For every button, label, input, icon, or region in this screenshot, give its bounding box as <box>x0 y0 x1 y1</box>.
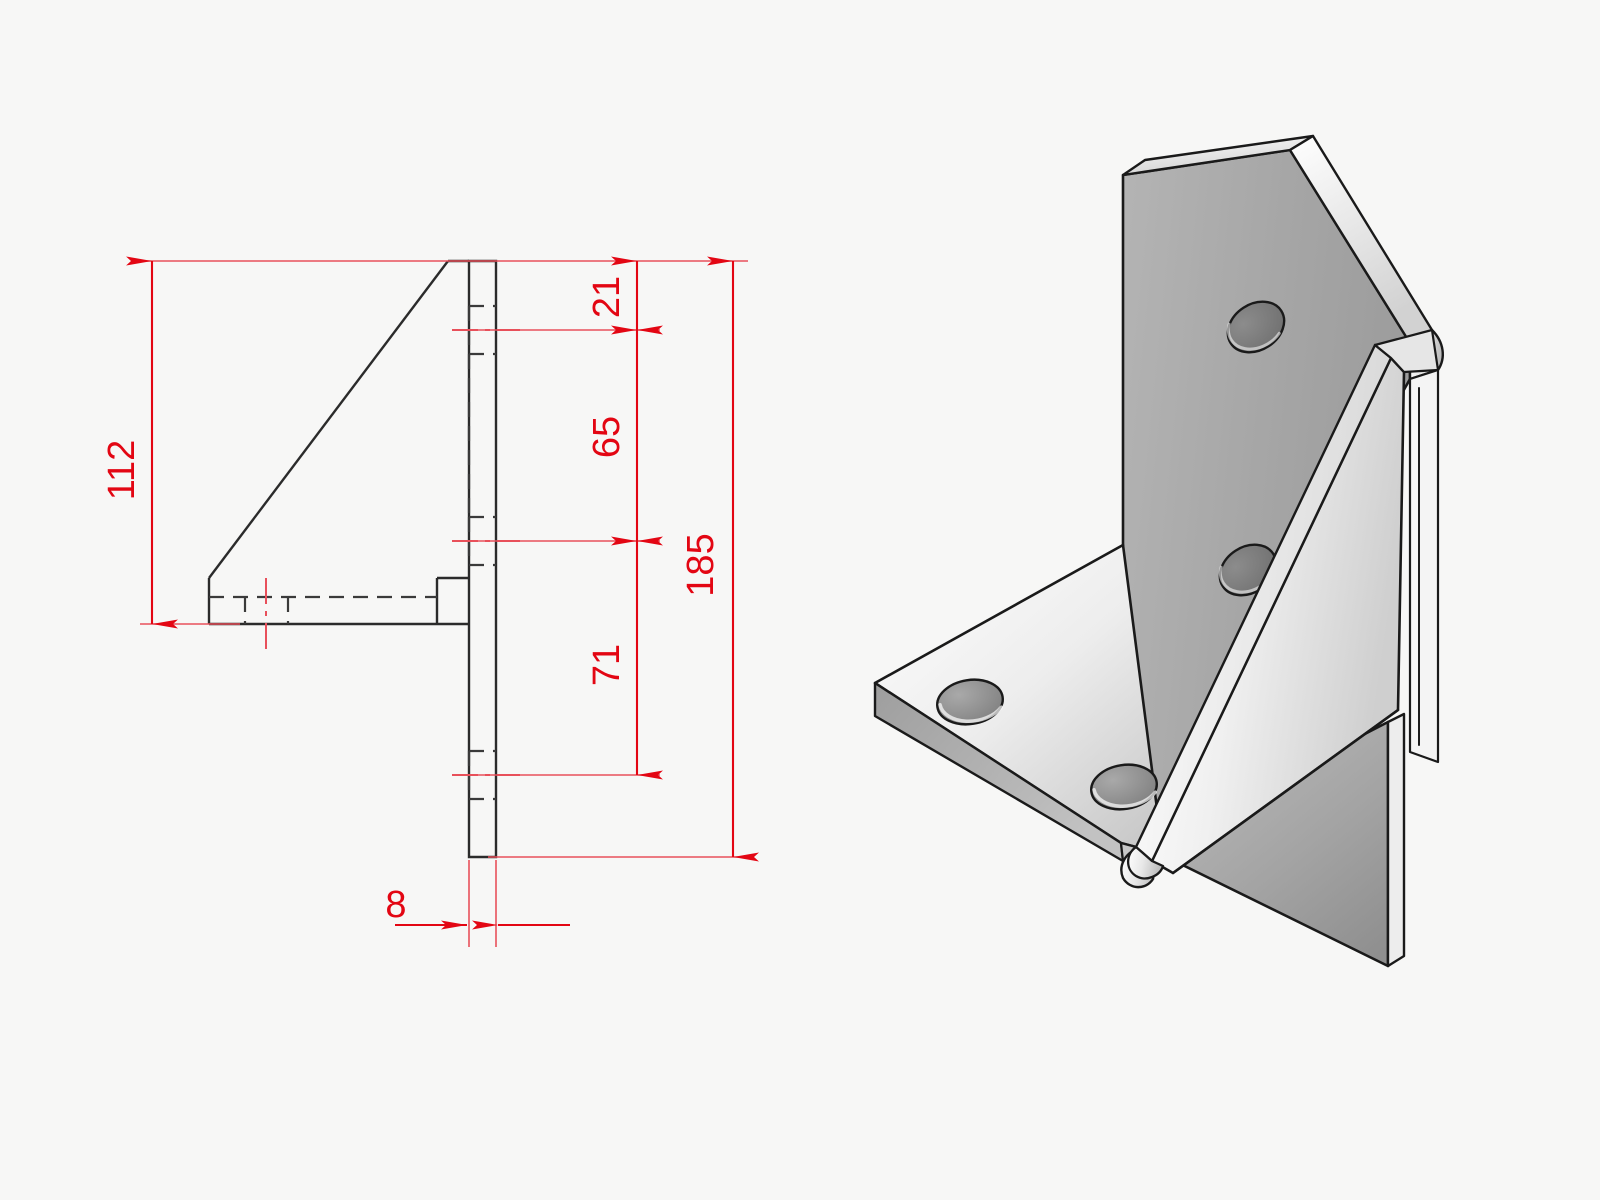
base-plate-hole-inner <box>1090 763 1158 811</box>
base-plate-hole-inner-highlight <box>1092 787 1157 808</box>
dimension-112: 112 <box>101 256 178 629</box>
dimension-71: 71 <box>586 536 663 780</box>
base-plate-holes <box>936 678 1158 811</box>
gusset-rib-fold-line <box>1171 708 1400 875</box>
base-plate-hole-outer-highlight <box>938 702 1003 723</box>
base-plate-step <box>435 576 469 624</box>
base-plate-hole-outer <box>936 678 1004 726</box>
vertical-plate-hole-upper-highlight <box>1226 322 1281 351</box>
dimension-71-label: 71 <box>586 644 628 686</box>
isometric-view-group <box>873 134 1444 968</box>
base-plate-outline <box>207 578 469 626</box>
dimension-8: 8 <box>385 884 570 930</box>
gusset-diagonal-edge <box>208 260 449 579</box>
vertical-plate-hole-upper <box>1226 300 1286 354</box>
dimension-21: 21 <box>586 256 663 335</box>
dimension-21-label: 21 <box>586 276 628 318</box>
dimension-set: 112 21 65 71 185 <box>101 256 759 947</box>
dimension-185: 185 <box>680 256 759 862</box>
dimension-185-label: 185 <box>680 533 722 596</box>
gusset-rib-bottom-nose <box>1126 845 1165 880</box>
gusset-lower-edge-strip <box>1386 712 1406 968</box>
dimension-65-label: 65 <box>586 416 628 458</box>
dimension-65: 65 <box>586 325 663 546</box>
gusset-rib-top-facet <box>1373 328 1440 374</box>
dimension-8-label: 8 <box>385 884 406 926</box>
side-view-group: 112 21 65 71 185 <box>101 256 759 947</box>
vertical-plate-right-face <box>1408 368 1440 764</box>
dimension-112-label: 112 <box>101 440 143 501</box>
